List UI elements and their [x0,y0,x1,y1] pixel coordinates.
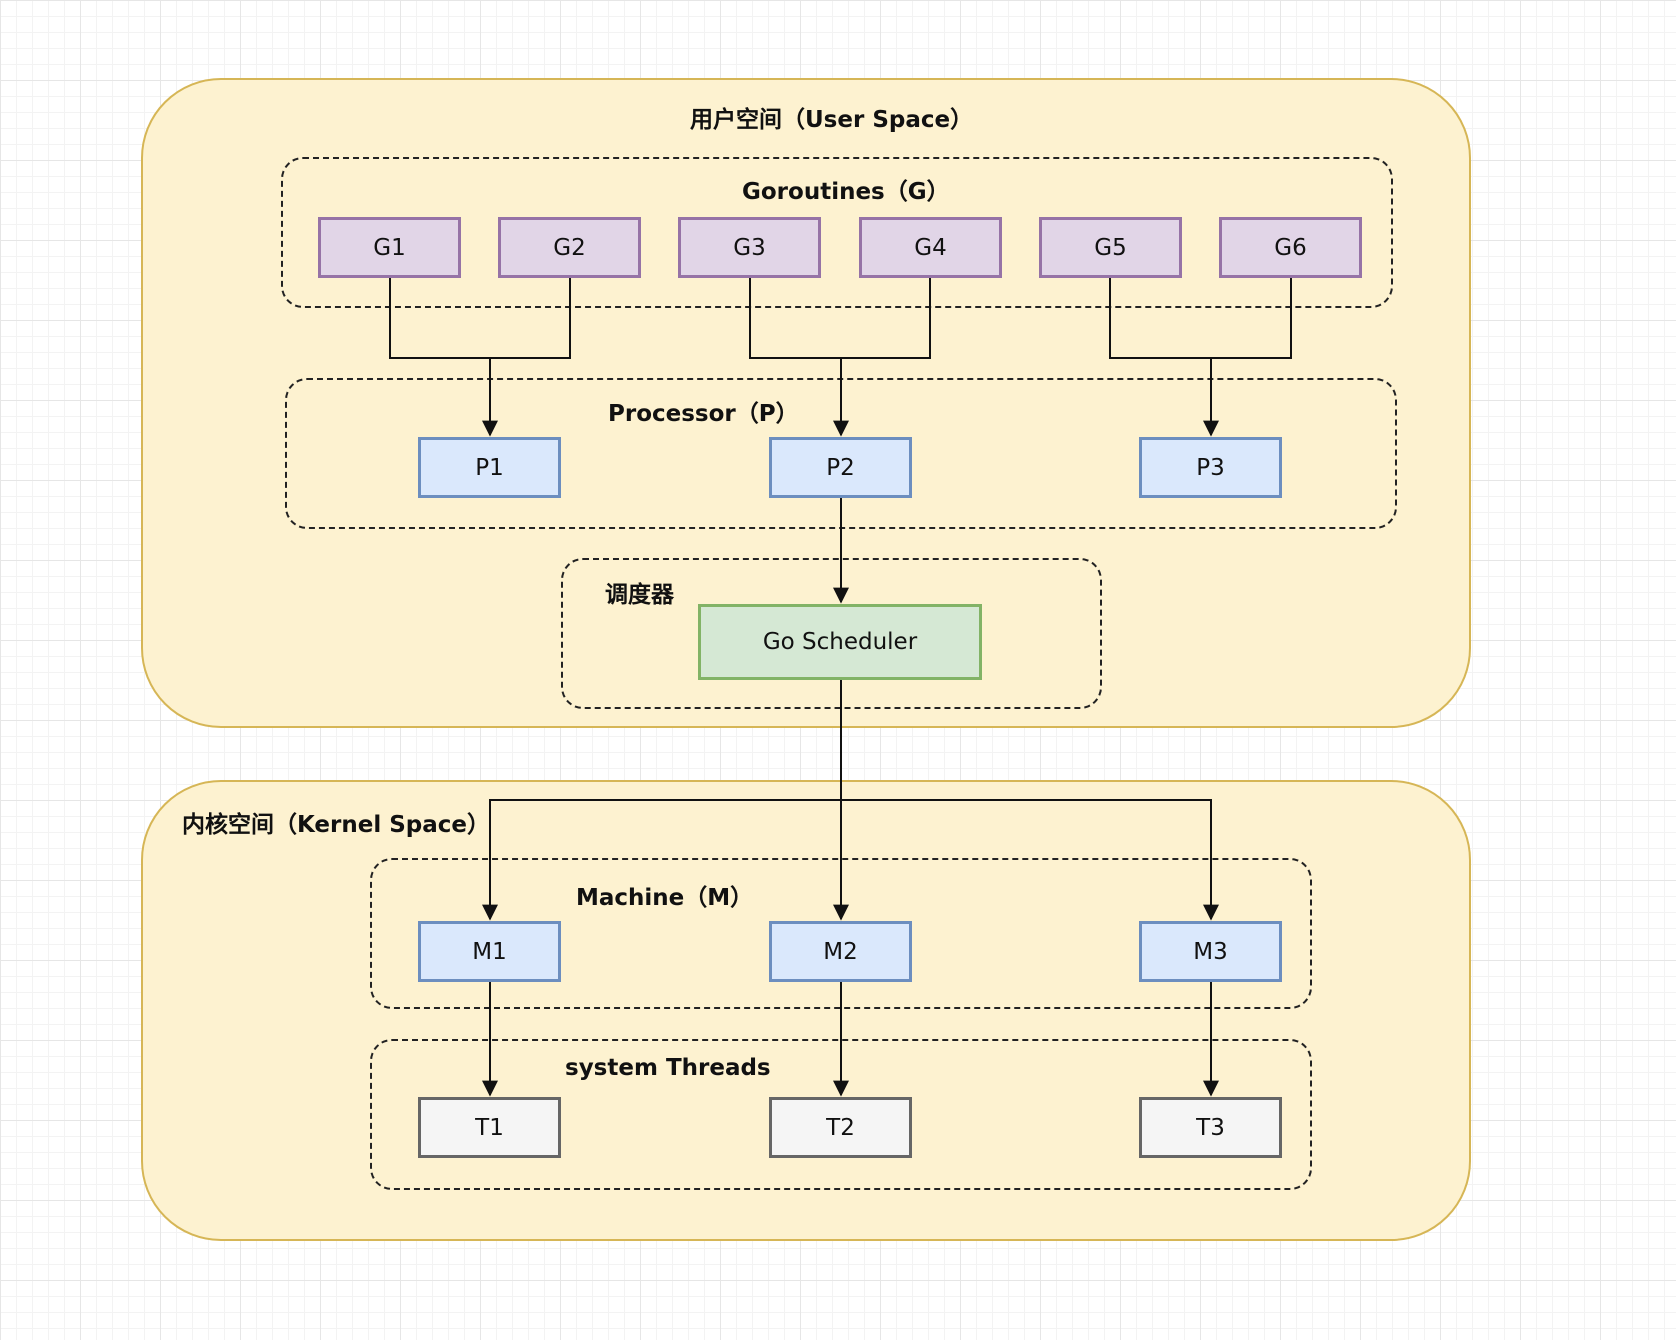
processor-title: Processor（P） [608,401,799,427]
processor-p3[interactable]: P3 [1139,437,1282,498]
processor-p2[interactable]: P2 [769,437,912,498]
goroutine-g4[interactable]: G4 [859,217,1002,278]
threads-title: system Threads [565,1055,771,1081]
user-space-title: 用户空间（User Space） [690,107,974,133]
goroutine-g1[interactable]: G1 [318,217,461,278]
machine-m1[interactable]: M1 [418,921,561,982]
goroutine-g5[interactable]: G5 [1039,217,1182,278]
go-scheduler-node[interactable]: Go Scheduler [698,604,982,680]
goroutines-title: Goroutines（G） [742,179,950,205]
scheduler-group [561,558,1102,709]
kernel-space-title: 内核空间（Kernel Space） [182,812,491,838]
goroutine-g6[interactable]: G6 [1219,217,1362,278]
machine-m2[interactable]: M2 [769,921,912,982]
scheduler-title: 调度器 [605,582,674,608]
thread-t3[interactable]: T3 [1139,1097,1282,1158]
thread-t2[interactable]: T2 [769,1097,912,1158]
goroutine-g3[interactable]: G3 [678,217,821,278]
machine-title: Machine（M） [576,885,754,911]
processor-p1[interactable]: P1 [418,437,561,498]
thread-t1[interactable]: T1 [418,1097,561,1158]
machine-m3[interactable]: M3 [1139,921,1282,982]
goroutine-g2[interactable]: G2 [498,217,641,278]
